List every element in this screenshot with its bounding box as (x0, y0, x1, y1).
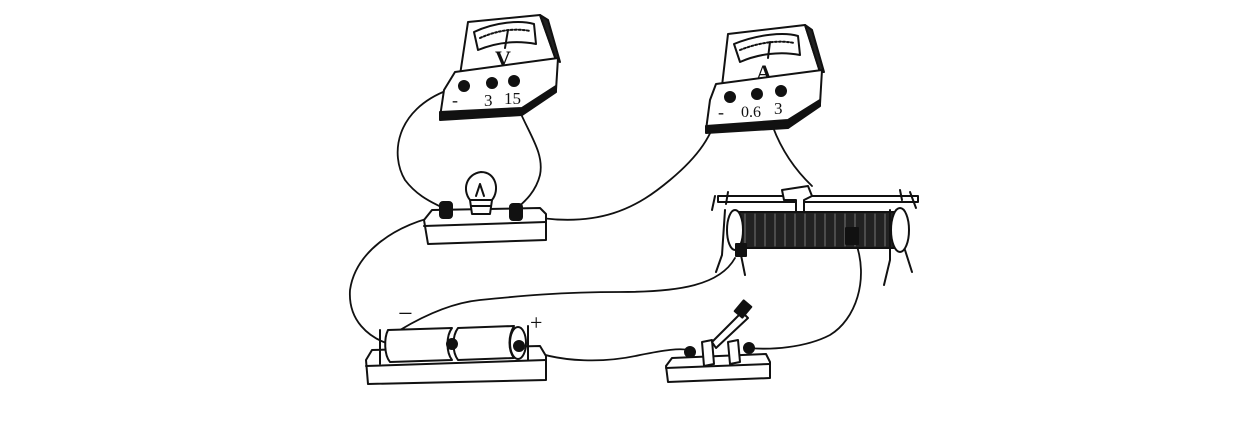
battery-cell-2 (452, 325, 515, 361)
battery-base-edge (365, 359, 547, 367)
rheostat-end-right (890, 207, 910, 253)
voltmeter-scale (479, 28, 531, 39)
voltmeter-terminal-neg (458, 80, 470, 92)
battery-negative-label: − (398, 299, 413, 328)
rheostat-terminal-left (735, 243, 747, 257)
wire-voltmeter-neg-to-bulb-left (396, 89, 449, 211)
voltmeter-terminal-15 (508, 75, 520, 87)
ammeter-base-dark (705, 99, 821, 134)
ammeter-terminal-neg (724, 91, 736, 103)
wire-battery-pos-to-switch (519, 345, 689, 362)
switch-blade (711, 311, 749, 349)
switch-base (665, 353, 771, 383)
ammeter: A - 0.6 3 (705, 24, 825, 134)
rheostat-bracket-left (711, 191, 729, 211)
switch-handle (733, 299, 753, 319)
knife-switch (665, 299, 771, 383)
rheostat-bracket-right (899, 189, 917, 209)
switch-post-right (727, 339, 741, 365)
rheostat-slider (781, 185, 813, 213)
battery-cell-1 (384, 327, 453, 363)
wire-rheostat-slider-to-switch (748, 239, 862, 350)
switch-base-edge (665, 363, 771, 369)
voltmeter-base-dark (439, 85, 557, 121)
wire-bulb-right-to-ammeter-neg (517, 111, 719, 221)
voltmeter: V - 3 15 (439, 14, 561, 121)
ammeter-side (804, 24, 825, 73)
battery-terminal-neg (446, 338, 458, 350)
lamp-base-edge (423, 221, 547, 227)
ammeter-terminal-0.6 (751, 88, 763, 100)
rheostat (711, 185, 919, 286)
rheostat-leg-right (883, 209, 913, 286)
ammeter-label-0.6: 0.6 (741, 104, 761, 121)
voltmeter-needle (504, 29, 509, 49)
voltmeter-label-3: 3 (484, 91, 493, 110)
battery-terminal-pos (513, 340, 525, 352)
wire-rheostat-to-battery-pos (399, 257, 736, 331)
ammeter-terminals (724, 85, 787, 103)
ammeter-label-3: 3 (774, 99, 783, 118)
lamp-on-base (423, 171, 547, 245)
bulb-filament (475, 183, 485, 197)
battery-holder: − + (365, 299, 547, 385)
voltmeter-label-neg: - (452, 90, 458, 110)
ammeter-needle (767, 41, 771, 59)
voltmeter-label-15: 15 (504, 89, 521, 108)
voltmeter-side (539, 14, 561, 63)
ammeter-terminal-3 (775, 85, 787, 97)
wire-voltmeter-15-to-bulb-right (511, 91, 542, 211)
switch-terminal-right (743, 342, 755, 354)
voltmeter-terminal-3 (486, 77, 498, 89)
switch-post-left (701, 339, 715, 367)
ammeter-label-neg: - (718, 102, 724, 122)
lamp-terminal-right (509, 203, 523, 221)
voltmeter-terminals (458, 75, 520, 92)
rheostat-slider-clip (845, 227, 859, 245)
switch-terminal-left (684, 346, 696, 358)
battery-positive-label: + (530, 310, 542, 335)
wire-bulb-left-to-battery-neg (349, 213, 447, 346)
wires (349, 89, 862, 362)
lamp-terminal-left (439, 201, 453, 219)
rheostat-top-rod (717, 195, 919, 203)
